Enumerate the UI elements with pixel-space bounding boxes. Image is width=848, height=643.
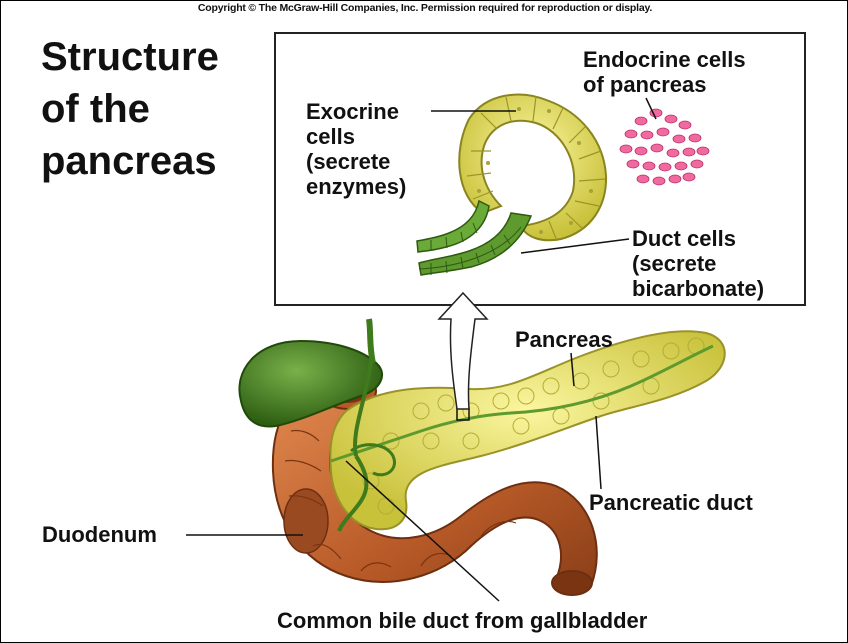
pancreatic-duct-label: Pancreatic duct [589,490,753,515]
duodenum-label: Duodenum [42,522,157,547]
endocrine-cells-cluster [620,109,709,185]
pancreas-label: Pancreas [515,327,613,352]
duct-cells-label: Duct cells (secrete bicarbonate) [632,226,764,301]
common-bile-duct-label: Common bile duct from gallbladder [277,608,647,633]
exocrine-cells-label: Exocrine cells (secrete enzymes) [306,99,406,199]
endocrine-cells-label: Endocrine cells of pancreas [583,47,746,97]
